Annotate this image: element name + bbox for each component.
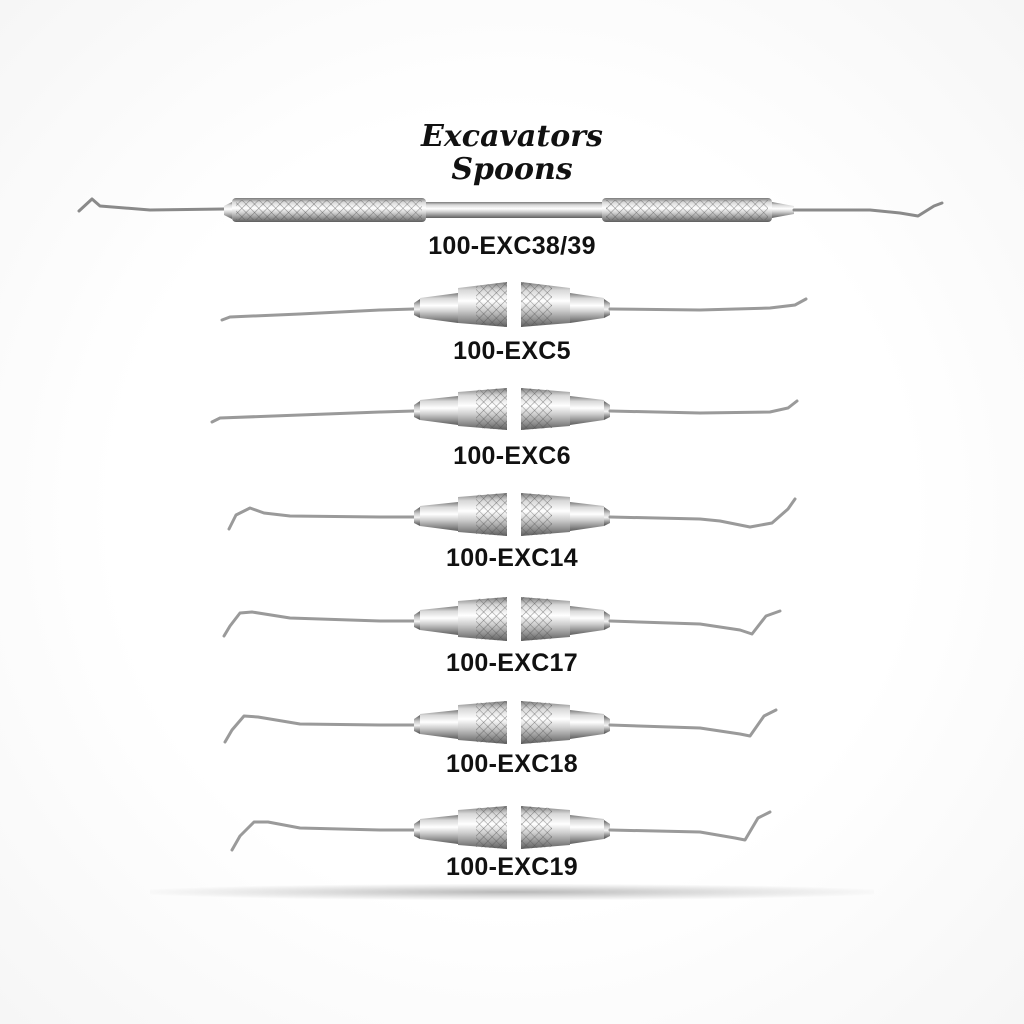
instrument-100-exc6: [210, 388, 799, 430]
instrument-100-exc18: [223, 701, 778, 744]
instrument-code-label: 100-EXC38/39: [428, 232, 596, 260]
page-title-line-2: Spoons: [451, 152, 573, 187]
instrument-100-exc38-39: [77, 197, 944, 222]
instrument-100-exc14: [227, 493, 797, 536]
instrument-100-exc17: [222, 597, 782, 641]
instrument-code-label: 100-EXC19: [446, 853, 578, 881]
instrument-code-label: 100-EXC18: [446, 750, 578, 778]
instrument-code-label: 100-EXC14: [446, 544, 578, 572]
instrument-100-exc19: [230, 806, 772, 852]
instrument-code-label: 100-EXC6: [453, 442, 571, 470]
instrument-code-label: 100-EXC17: [446, 649, 578, 677]
instrument-100-exc5: [220, 282, 808, 327]
page-title-line-1: Excavators: [421, 119, 603, 154]
floor-shadow: [150, 884, 874, 900]
instrument-code-label: 100-EXC5: [453, 337, 571, 365]
